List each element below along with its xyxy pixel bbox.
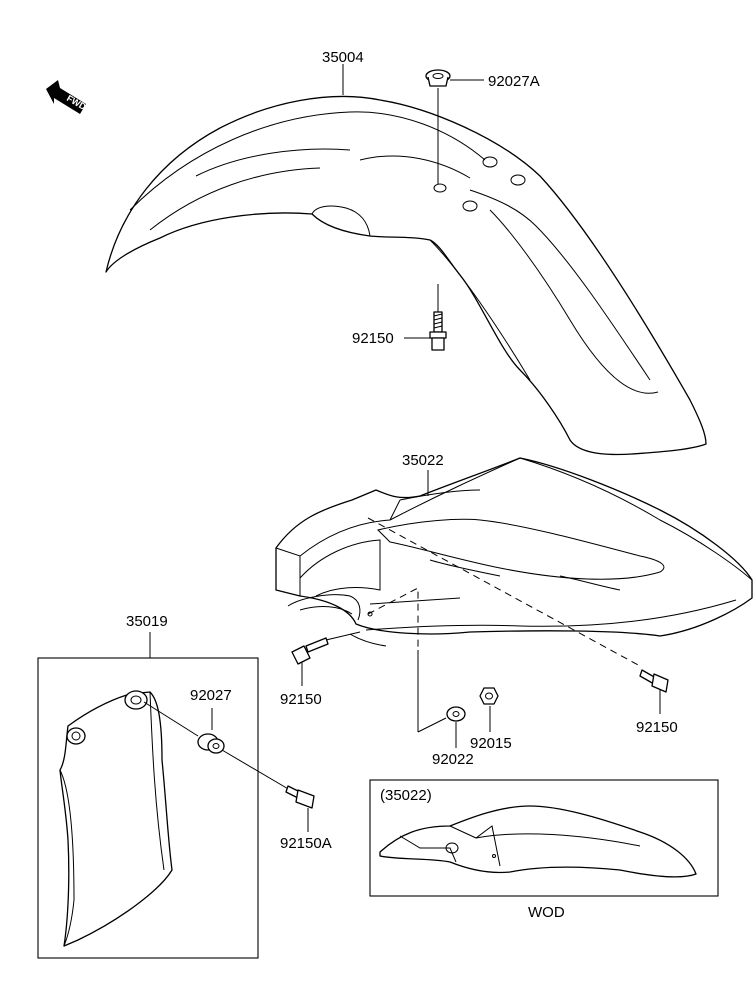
- part-label-92150-left: 92150: [280, 691, 322, 708]
- washer-92022: [417, 650, 466, 748]
- part-label-92027a: 92027A: [488, 73, 540, 90]
- front-fender: [105, 95, 707, 456]
- bolt-92150-upper: [404, 284, 447, 351]
- cap-92027a: [425, 69, 484, 184]
- part-label-92150-right: 92150: [636, 719, 678, 736]
- inset-title: (35022): [380, 787, 432, 804]
- part-label-35019: 35019: [126, 613, 168, 630]
- fwd-arrow-icon: FWD: [46, 80, 88, 114]
- inset-caption: WOD: [528, 904, 565, 921]
- part-label-35022: 35022: [402, 452, 444, 469]
- part-label-92150-upper: 92150: [352, 330, 394, 347]
- nut-92015: [479, 687, 499, 732]
- part-label-92022: 92022: [432, 751, 474, 768]
- rear-fender: [275, 457, 753, 667]
- part-label-92015: 92015: [470, 735, 512, 752]
- part-label-92027: 92027: [190, 687, 232, 704]
- part-label-92150a: 92150A: [280, 835, 332, 852]
- bolt-92150a: [285, 785, 315, 832]
- bolt-92150-right: [639, 669, 669, 714]
- inset-wod-box: [369, 779, 719, 897]
- collar-92027: [197, 708, 291, 791]
- part-label-35004: 35004: [322, 49, 364, 66]
- bolt-92150-left: [291, 631, 361, 686]
- mud-guard-box: [37, 632, 259, 959]
